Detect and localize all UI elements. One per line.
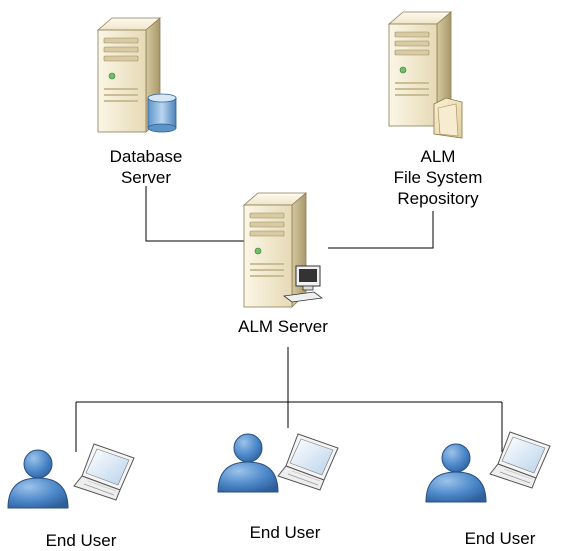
database-server-label-line-1: Database (109, 147, 183, 166)
end-user-node-2 (217, 433, 339, 493)
laptop-icon (489, 431, 551, 489)
database-icon (147, 93, 177, 133)
file-repository-label: ALM File System Repository (373, 146, 503, 209)
database-server-node (97, 17, 177, 133)
database-server-label-line-2: Server (120, 168, 172, 187)
workstation-icon (282, 265, 324, 303)
file-repository-label-line-1: ALM (420, 147, 456, 166)
file-repository-node (388, 11, 463, 139)
laptop-icon (73, 443, 135, 501)
end-user-node-3 (425, 431, 551, 503)
file-repository-label-line-2: File System (393, 168, 483, 187)
alm-server-label: ALM Server (238, 317, 328, 336)
end-user-label-3: End User (464, 529, 536, 548)
user-icon (425, 443, 487, 503)
end-user-label-1: End User (45, 531, 117, 550)
link-db-to-alm (145, 186, 244, 242)
link-repo-to-alm (328, 211, 434, 249)
server-icon (243, 192, 307, 308)
user-icon (7, 449, 69, 509)
alm-server-node (243, 192, 324, 308)
file-repository-label-line-3: Repository (397, 189, 479, 208)
end-user-label-2: End User (249, 523, 321, 542)
user-icon (217, 433, 279, 493)
folder-icon (433, 97, 463, 139)
connection-lines (75, 186, 503, 452)
laptop-icon (277, 433, 339, 491)
database-server-label: Database Server (96, 146, 196, 188)
end-user-node-1 (7, 443, 135, 509)
